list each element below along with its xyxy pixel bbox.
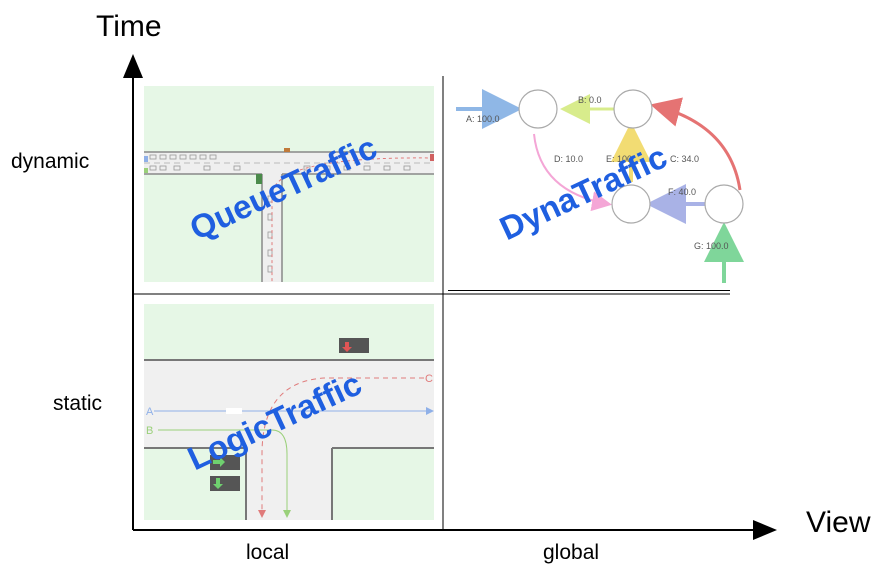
row-label-dynamic: dynamic [11, 150, 90, 173]
logic-traffic-panel: A B C [144, 304, 434, 520]
row-label-static: static [53, 392, 103, 415]
dyna-panel-baseline [448, 290, 730, 291]
edge-d [533, 133, 612, 212]
edge-label-d: D: 10.0 [554, 154, 583, 164]
column-label-local: local [246, 541, 290, 564]
edge-label-c: C: 34.0 [670, 154, 699, 164]
x-axis-title: View [806, 506, 871, 539]
lane-label-a: A [146, 406, 154, 418]
edge-c [650, 97, 742, 191]
signal-red-icon [339, 338, 369, 353]
signal-green-right-icon [210, 455, 240, 470]
edge-label-a: A: 100.0 [466, 114, 500, 124]
lane-label-c: C [425, 373, 433, 385]
y-axis-title: Time [96, 10, 162, 43]
edge-label-b: B: 0.0 [578, 95, 602, 105]
node-4 [704, 184, 744, 224]
queue-traffic-panel [144, 86, 434, 282]
node-1 [518, 89, 558, 129]
node-3 [611, 184, 651, 224]
edge-label-e: E: 100 [606, 154, 632, 164]
lane-label-b: B [146, 425, 153, 437]
lane-b-path [158, 429, 291, 518]
dyna-traffic-panel: A: 100.0 B: 0.0 C: 34.0 D: 10.0 E: 100 F… [456, 89, 744, 283]
node-2 [613, 89, 653, 129]
edge-label-g: G: 100.0 [694, 241, 729, 251]
column-label-global: global [543, 541, 600, 564]
edge-label-f: F: 40.0 [668, 187, 696, 197]
signal-green-down-icon [210, 476, 240, 491]
